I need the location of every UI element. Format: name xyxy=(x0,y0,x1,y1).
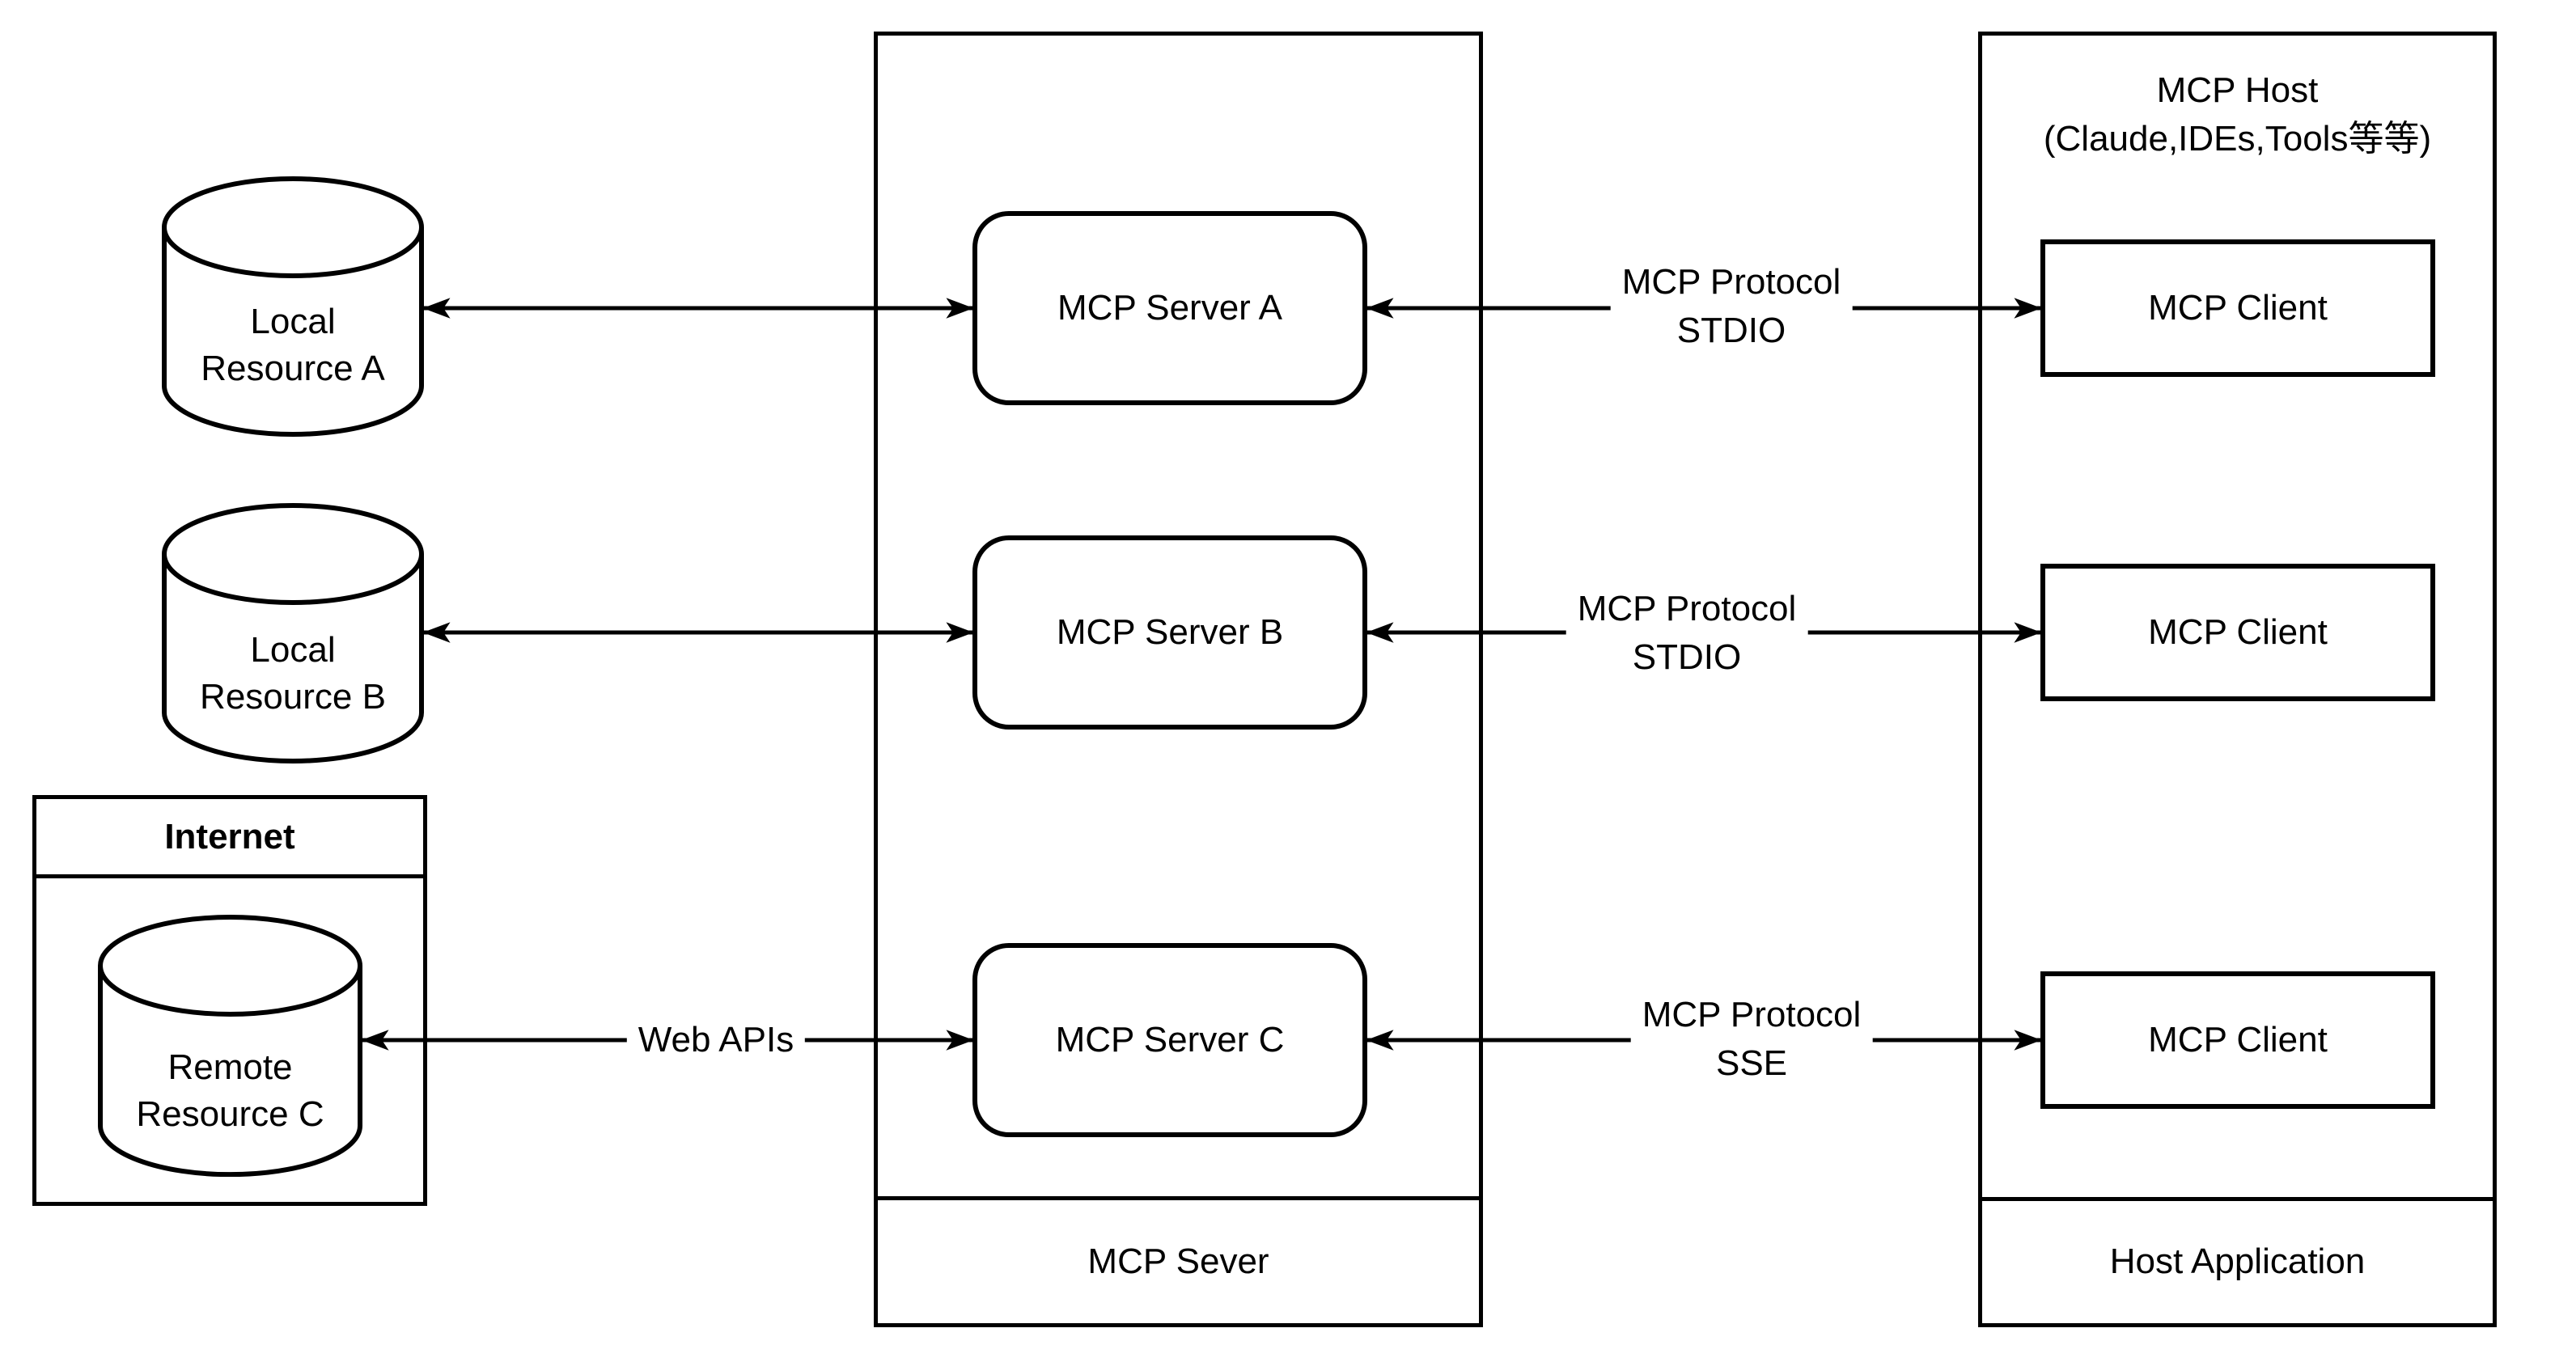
mcp-client-b-label: MCP Client xyxy=(2148,612,2328,652)
edge-label-protocol-stdio-b: MCP Protocol STDIO xyxy=(1566,583,1808,683)
mcp-host-container-divider xyxy=(1978,1197,2497,1201)
mcp-client-c-label: MCP Client xyxy=(2148,1020,2328,1060)
edge-label-protocol-stdio-a: MCP Protocol STDIO xyxy=(1610,256,1853,357)
local-resource-a-cylinder xyxy=(162,176,424,437)
mcp-client-b-node: MCP Client xyxy=(2040,564,2435,701)
mcp-host-title-line2: (Claude,IDEs,Tools等等) xyxy=(2043,119,2432,159)
internet-box-divider xyxy=(32,874,427,878)
mcp-client-c-node: MCP Client xyxy=(2040,971,2435,1109)
edge-label-protocol-sse-c: MCP Protocol SSE xyxy=(1630,989,1873,1089)
local-resource-b-cylinder xyxy=(162,503,424,763)
mcp-host-container-footer-label: Host Application xyxy=(2109,1241,2366,1281)
edge-label-protocol-stdio-a-line1: MCP Protocol xyxy=(1621,262,1841,302)
mcp-server-container-divider xyxy=(874,1196,1483,1200)
mcp-server-c-node: MCP Server C xyxy=(972,943,1367,1137)
mcp-host-title-line1: MCP Host xyxy=(2156,70,2319,110)
edge-label-protocol-stdio-b-line2: STDIO xyxy=(1632,637,1742,677)
remote-resource-c-label: Remote Resource C xyxy=(98,1044,362,1138)
mcp-client-a-node: MCP Client xyxy=(2040,239,2435,377)
local-resource-b-label-line2: Resource B xyxy=(200,677,386,717)
remote-resource-c-label-line2: Resource C xyxy=(136,1094,324,1134)
edge-label-protocol-sse-c-line1: MCP Protocol xyxy=(1642,995,1862,1034)
internet-box-title: Internet xyxy=(164,817,295,857)
remote-resource-c-cylinder xyxy=(98,915,362,1177)
edge-label-protocol-sse-c-line2: SSE xyxy=(1715,1043,1788,1083)
local-resource-a-label-line2: Resource A xyxy=(201,349,385,388)
mcp-server-a-node: MCP Server A xyxy=(972,211,1367,405)
mcp-server-a-label: MCP Server A xyxy=(1057,288,1282,328)
local-resource-b-label: Local Resource B xyxy=(162,627,424,721)
mcp-server-container-footer-label: MCP Sever xyxy=(1087,1241,1269,1281)
mcp-server-b-node: MCP Server B xyxy=(972,535,1367,730)
remote-resource-c-label-line1: Remote xyxy=(167,1047,293,1087)
mcp-client-a-label: MCP Client xyxy=(2148,288,2328,328)
edge-label-protocol-stdio-b-line1: MCP Protocol xyxy=(1577,589,1797,628)
edge-label-web-apis: Web APIs xyxy=(626,1014,806,1066)
local-resource-b-label-line1: Local xyxy=(250,630,336,670)
local-resource-a-label-line1: Local xyxy=(250,302,336,341)
local-resource-a-label: Local Resource A xyxy=(162,298,424,392)
mcp-server-c-label: MCP Server C xyxy=(1055,1020,1285,1060)
mcp-host-title: MCP Host (Claude,IDEs,Tools等等) xyxy=(1978,66,2497,163)
edge-label-protocol-stdio-a-line2: STDIO xyxy=(1676,311,1786,350)
mcp-server-b-label: MCP Server B xyxy=(1056,612,1284,652)
